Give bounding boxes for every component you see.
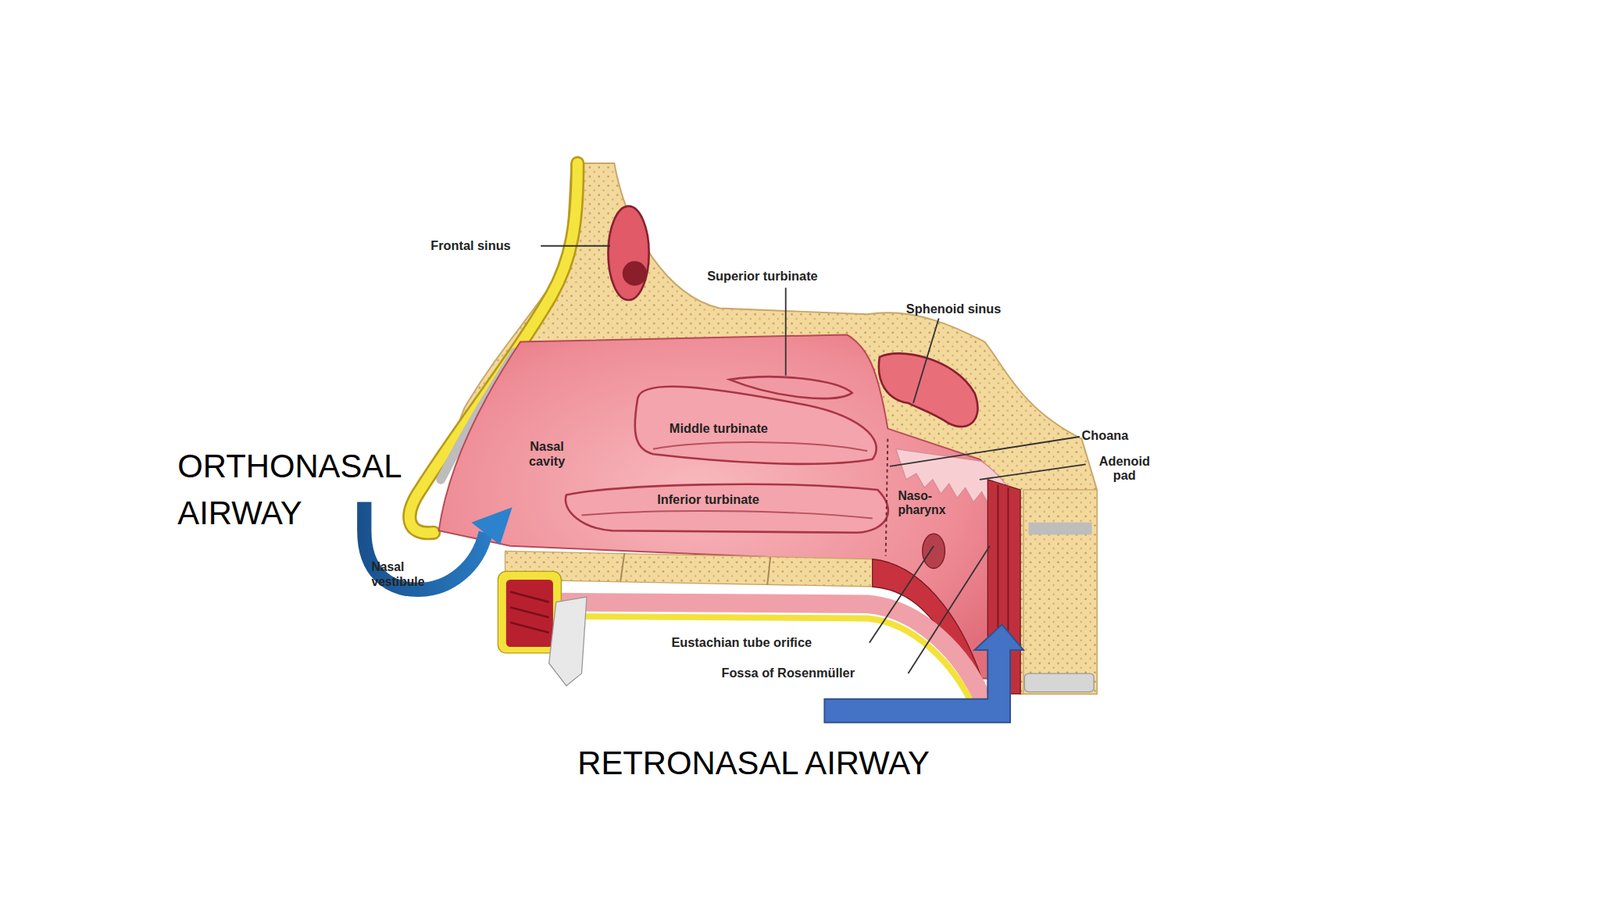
anatomy-label: Nasal cavity [520,439,574,470]
palate [505,550,986,709]
anatomy-label: Middle turbinate [669,421,768,436]
incisor-tooth [549,596,587,686]
anatomy-label: Naso- pharynx [897,489,955,518]
turbinates [565,376,889,533]
anatomy-label: Adenoid pad [1087,453,1161,484]
airway-label: ORTHONASAL AIRWAY [177,442,422,538]
choana-line [885,439,889,557]
anatomy-label: Sphenoid sinus [906,302,1002,318]
anatomy-label: Superior turbinate [707,269,818,285]
anatomy-label: Choana [1081,428,1129,444]
leader-lines [540,246,1086,674]
sphenoid-sinus [878,353,979,427]
anatomy-label: Fossa of Rosenmüller [721,666,855,682]
orthonasal-arrow [364,502,512,590]
eustachian-orifice [922,533,946,568]
anatomy-label: Frontal sinus [430,239,511,254]
airway-label: RETRONASAL AIRWAY [577,744,930,783]
anatomy-label: Nasal vestibule [371,560,437,590]
anatomy-label: Inferior turbinate [657,492,760,508]
frontal-sinus [607,206,649,300]
anatomy-label: Eustachian tube orifice [671,635,812,651]
